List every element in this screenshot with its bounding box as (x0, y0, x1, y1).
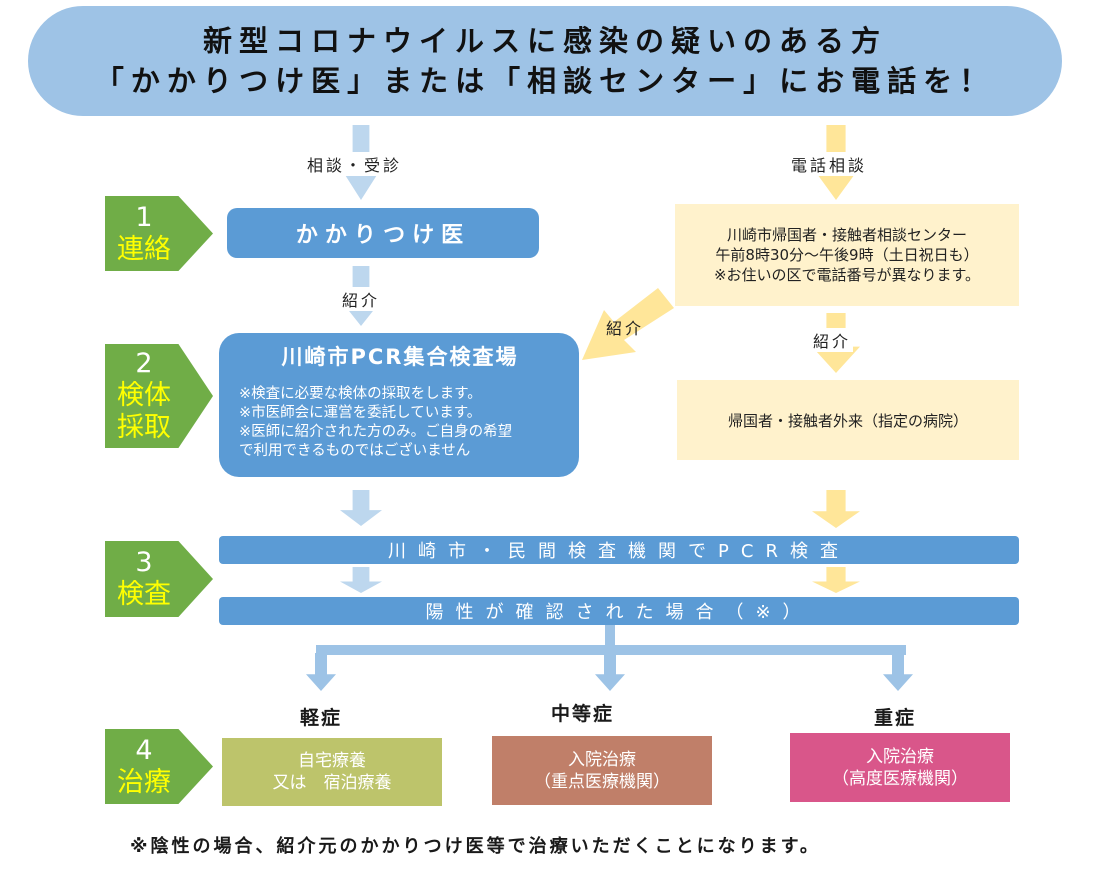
step-marker-1: 1 連絡 (105, 196, 213, 271)
step-marker-4: 4 治療 (105, 729, 213, 804)
branch-stem (605, 625, 615, 647)
down-arrow-icon (340, 490, 382, 526)
step-number: 1 (135, 201, 153, 233)
referral-label-right: 紹介 (811, 328, 854, 352)
treatment-line: （高度医療機関） (832, 768, 968, 789)
pcr-site-box: 川崎市PCR集合検査場 ※検査に必要な検体の採取をします。 ※市医師会に運営を委… (219, 333, 579, 477)
step-label: 検体 (117, 380, 171, 411)
step-marker-3: 3 検査 (105, 541, 213, 617)
severity-moderate: 中等症 (551, 703, 615, 725)
down-arrow-icon (595, 653, 625, 691)
down-arrow-icon (883, 653, 913, 691)
down-arrow-icon (306, 653, 336, 691)
step-label: 連絡 (117, 233, 171, 265)
pcr-note: ※検査に必要な検体の採取をします。 (239, 386, 482, 402)
treatment-line: （重点医療機関） (534, 771, 670, 792)
step-label: 検査 (117, 579, 171, 610)
severity-mild: 軽症 (300, 707, 343, 729)
referral-label-left: 紹介 (340, 287, 383, 311)
branch-line (316, 645, 906, 655)
header-line-2: 「かかりつけ医」または「相談センター」にお電話を！ (94, 64, 996, 98)
step-label: 採取 (117, 412, 171, 443)
treatment-severe-box: 入院治療 （高度医療機関） (790, 733, 1010, 802)
treatment-line: 入院治療 (866, 746, 934, 767)
header-line-1: 新型コロナウイルスに感染の疑いのある方 (202, 24, 887, 58)
severity-severe: 重症 (874, 707, 917, 729)
center-hours: 午前8時30分～午後9時（土日祝日も） (715, 246, 979, 264)
header-banner: 新型コロナウイルスに感染の疑いのある方 「かかりつけ医」または「相談センター」に… (28, 6, 1062, 116)
footnote: ※陰性の場合、紹介元のかかりつけ医等で治療いただくことになります。 (130, 836, 821, 857)
consultation-center-box: 川崎市帰国者・接触者相談センター 午前8時30分～午後9時（土日祝日も） ※お住… (675, 204, 1019, 306)
treatment-mild-box: 自宅療養 又は 宿泊療養 (222, 738, 442, 806)
pcr-note: ※市医師会に運営を委託しています。 (239, 405, 482, 421)
down-arrow-icon (812, 567, 860, 593)
pcr-note: ※医師に紹介された方のみ。ご自身の希望 (239, 424, 513, 440)
referral-label-diagonal: 紹介 (606, 319, 645, 338)
down-arrow-icon (812, 490, 860, 528)
treatment-line: 自宅療養 (298, 751, 366, 771)
step-label: 治療 (117, 766, 171, 798)
pcr-note: で利用できるものではございません (239, 443, 471, 459)
diagonal-arrow-icon (582, 288, 674, 360)
step-number: 3 (135, 547, 153, 578)
down-arrow-icon (340, 567, 382, 593)
pcr-site-title: 川崎市PCR集合検査場 (281, 345, 519, 369)
step-marker-2: 2 検体 採取 (105, 344, 213, 448)
center-name: 川崎市帰国者・接触者相談センター (726, 226, 967, 244)
positive-bar: 陽性が確認された場合（※） (219, 597, 1019, 625)
step-number: 4 (135, 734, 153, 766)
outpatient-box: 帰国者・接触者外来（指定の病院） (677, 380, 1019, 460)
consult-visit-label: 相談・受診 (305, 152, 405, 176)
phone-consult-label: 電話相談 (789, 152, 870, 176)
center-note: ※お住いの区で電話番号が異なります。 (713, 266, 981, 284)
treatment-line: 又は 宿泊療養 (272, 773, 392, 793)
step-number: 2 (135, 348, 153, 379)
treatment-moderate-box: 入院治療 （重点医療機関） (492, 736, 712, 805)
kakaritsuke-box: かかりつけ医 (227, 208, 539, 258)
pcr-test-bar: 川崎市・民間検査機関でPCR検査 (219, 536, 1019, 564)
treatment-line: 入院治療 (568, 749, 636, 770)
